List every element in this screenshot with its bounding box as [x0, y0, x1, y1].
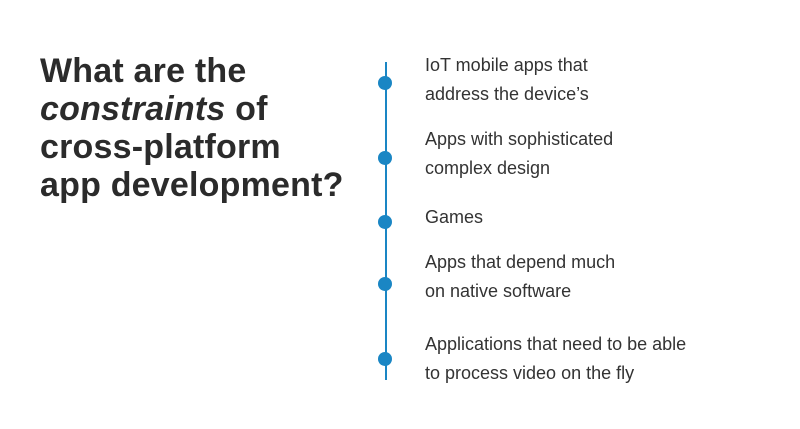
title-line-2-rest: of [225, 90, 268, 128]
timeline-item-2-line-2: complex design [425, 158, 551, 178]
timeline-dot-2 [378, 151, 392, 165]
page-title: What are the constraints of cross-platfo… [40, 52, 344, 204]
timeline-item-1: IoT mobile apps that address the device’… [425, 51, 589, 109]
timeline-item-1-line-2: address the device’s [425, 84, 589, 104]
timeline-item-1-line-1: IoT mobile apps that [425, 55, 588, 75]
title-line-4: app development? [40, 166, 344, 204]
timeline-item-4-line-2: on native software [425, 281, 572, 301]
title-line-3: cross-platform [40, 128, 281, 166]
timeline-item-2-line-1: Apps with sophisticated [425, 129, 614, 149]
title-emphasis: constraints [40, 90, 226, 128]
timeline-dot-5 [378, 352, 392, 366]
timeline-dot-4 [378, 277, 392, 291]
timeline-dot-3 [378, 215, 392, 229]
timeline-item-5-line-2: to process video on the fly [425, 363, 635, 383]
timeline-item-3-line-1: Games [425, 207, 484, 227]
timeline-item-4-line-1: Apps that depend much [425, 252, 616, 272]
title-line-2: constraints of [40, 90, 344, 128]
timeline-item-3: Games [425, 203, 483, 232]
timeline-item-5-line-1: Applications that need to be able [425, 334, 687, 354]
timeline-item-2: Apps with sophisticated complex design [425, 125, 613, 183]
title-line-1: What are the [40, 52, 247, 90]
timeline-item-4: Apps that depend much on native software [425, 248, 615, 306]
timeline-dot-1 [378, 76, 392, 90]
timeline-item-5: Applications that need to be able to pro… [425, 330, 686, 388]
